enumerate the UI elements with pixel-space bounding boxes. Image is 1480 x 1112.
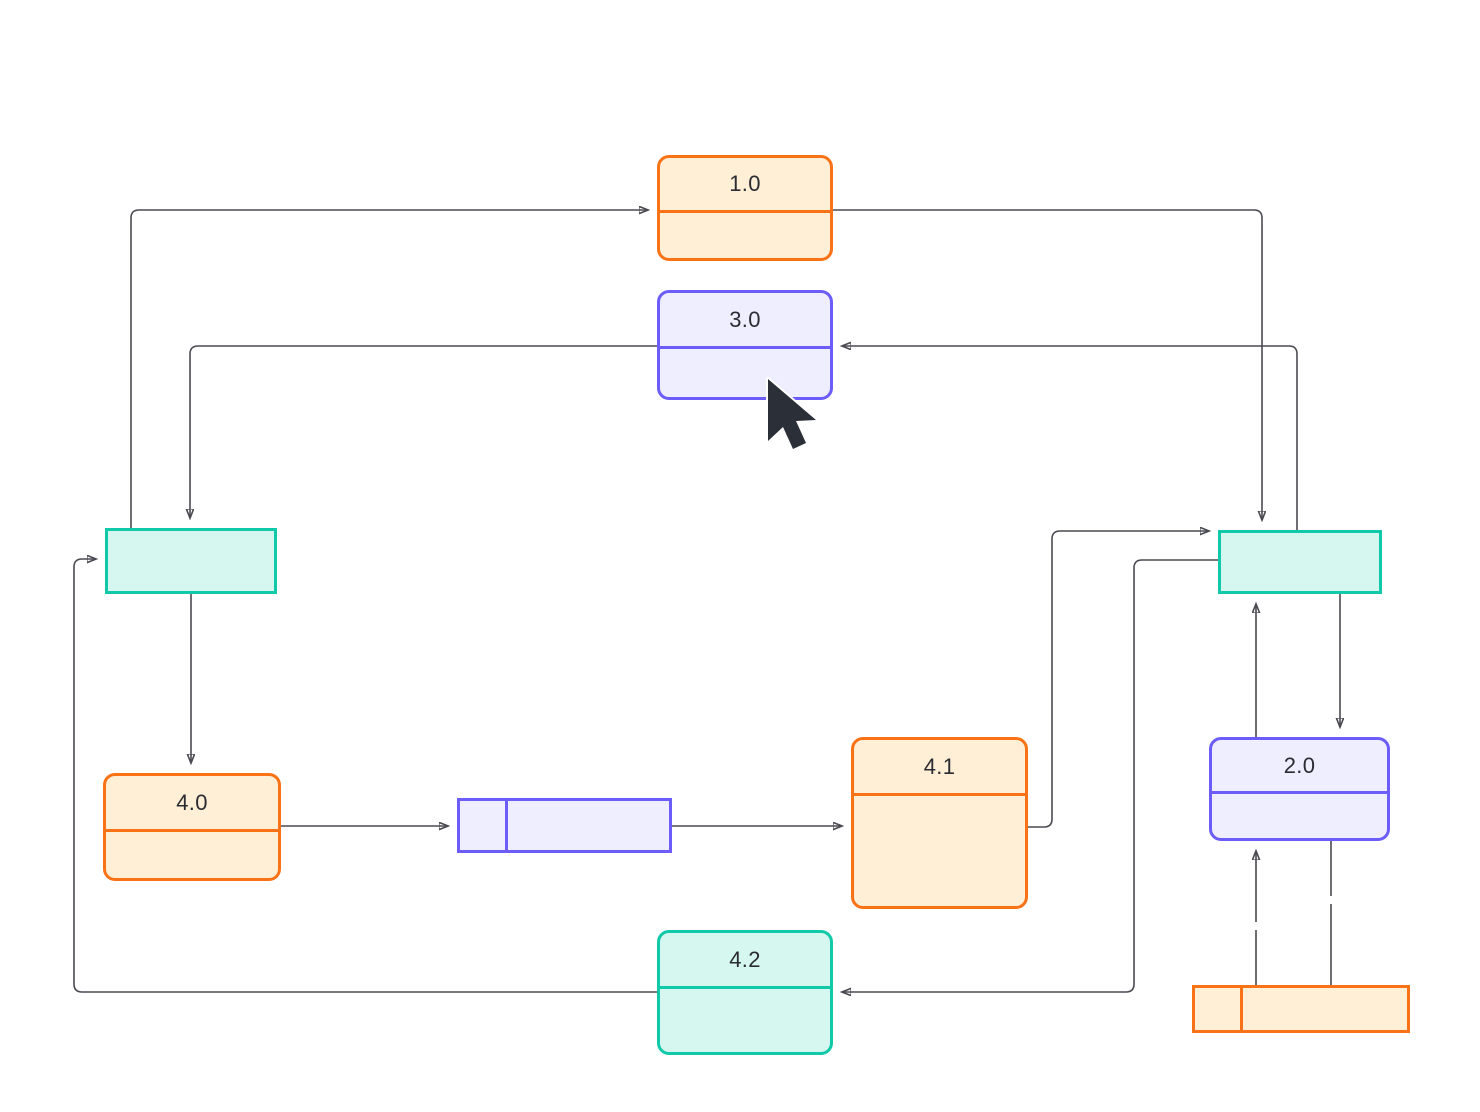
data-store-purple-key-cell	[460, 801, 508, 850]
process-node-4-2[interactable]: 4.2	[657, 930, 833, 1055]
data-store-purple-body-cell	[508, 801, 669, 850]
node-body-3-0	[660, 349, 830, 397]
edge-3-0-to-teal-left	[190, 345, 657, 518]
edge-1-0-to-teal-right	[833, 209, 1262, 520]
node-body-2-0	[1212, 794, 1387, 838]
data-store-orange-body-cell	[1243, 988, 1407, 1030]
node-label-1-0: 1.0	[660, 158, 830, 213]
node-body-4-1	[854, 796, 1025, 906]
node-label-4-1: 4.1	[854, 740, 1025, 796]
process-node-1-0[interactable]: 1.0	[657, 155, 833, 261]
process-node-4-1[interactable]: 4.1	[851, 737, 1028, 909]
plain-box-top-right[interactable]	[1218, 530, 1382, 594]
node-label-3-0: 3.0	[660, 293, 830, 349]
node-body-1-0	[660, 213, 830, 258]
plain-box-top-left[interactable]	[105, 528, 277, 594]
node-label-4-2: 4.2	[660, 933, 830, 989]
node-label-2-0: 2.0	[1212, 740, 1387, 794]
data-store-orange[interactable]	[1192, 985, 1410, 1033]
process-node-3-0[interactable]: 3.0	[657, 290, 833, 400]
node-body-4-0	[106, 832, 278, 878]
data-store-orange-key-cell	[1195, 988, 1243, 1030]
data-store-purple[interactable]	[457, 798, 672, 853]
edge-teal-left-to-1-0	[130, 210, 648, 528]
process-node-2-0[interactable]: 2.0	[1209, 737, 1390, 841]
node-body-4-2	[660, 989, 830, 1052]
edge-teal-right-to-3-0	[842, 346, 1298, 530]
process-node-4-0[interactable]: 4.0	[103, 773, 281, 881]
node-label-4-0: 4.0	[106, 776, 278, 832]
edge-4-1-to-teal-right	[1028, 531, 1209, 828]
